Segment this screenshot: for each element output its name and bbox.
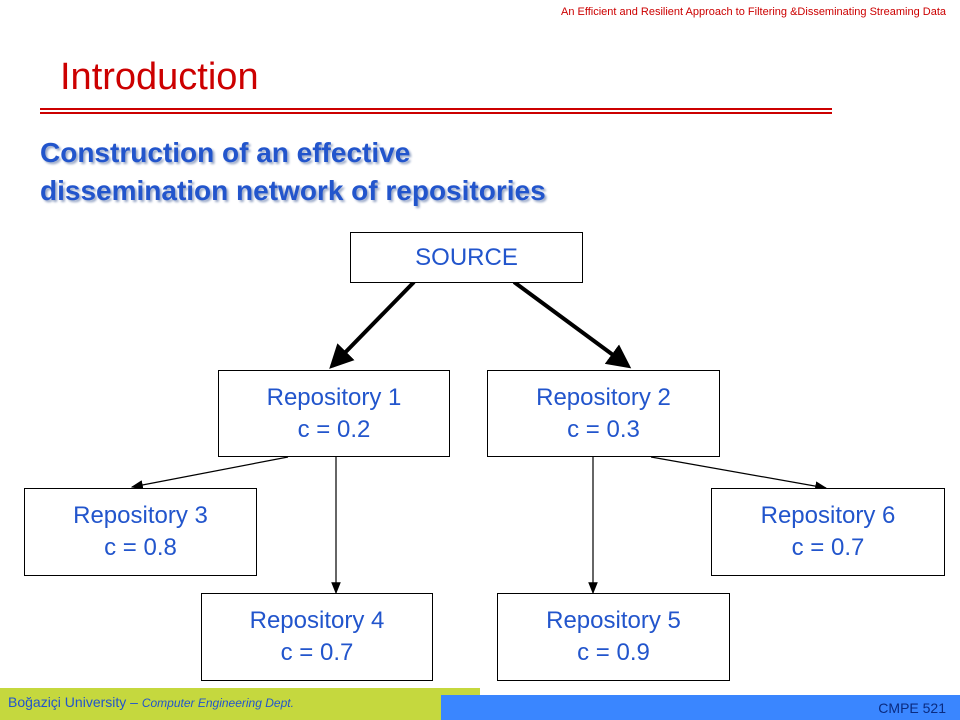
edge-source-repo1 bbox=[329, 280, 416, 369]
node-repository-1-label: Repository 1 bbox=[266, 383, 402, 411]
edge-repo1-repo3 bbox=[130, 456, 289, 490]
node-repository-4-coherency: c = 0.7 bbox=[280, 639, 354, 666]
node-repository-5-label: Repository 5 bbox=[546, 607, 681, 634]
edge-source-repo2 bbox=[512, 280, 632, 369]
node-repository-5: Repository 5 c = 0.9 bbox=[497, 593, 730, 681]
node-repository-3-coherency: c = 0.8 bbox=[104, 534, 177, 561]
subtitle-line-2: dissemination network of repositories bbox=[40, 175, 546, 206]
footer-course: CMPE 521 bbox=[878, 700, 946, 716]
slide-title: Introduction bbox=[60, 56, 259, 98]
node-repository-5-coherency: c = 0.9 bbox=[577, 639, 650, 666]
subtitle-line-1: Construction of an effective bbox=[40, 137, 411, 168]
title-rule bbox=[40, 108, 832, 114]
footer-department: Computer Engineering Dept. bbox=[141, 696, 294, 710]
footer-university: Boğaziçi University – bbox=[8, 694, 138, 710]
node-repository-1-coherency: c = 0.2 bbox=[297, 415, 371, 443]
node-repository-2: Repository 2 c = 0.3 bbox=[487, 370, 720, 457]
node-repository-6-coherency: c = 0.7 bbox=[791, 534, 865, 561]
node-source-label: SOURCE bbox=[415, 243, 518, 271]
node-repository-6: Repository 6 c = 0.7 bbox=[711, 488, 945, 576]
node-source: SOURCE bbox=[350, 232, 583, 283]
node-repository-4: Repository 4 c = 0.7 bbox=[201, 593, 433, 681]
node-repository-3: Repository 3 c = 0.8 bbox=[24, 488, 257, 576]
node-repository-2-label: Repository 2 bbox=[536, 383, 671, 411]
node-repository-1: Repository 1 c = 0.2 bbox=[218, 370, 450, 457]
footer-university-text: Boğaziçi University – Computer Engineeri… bbox=[8, 694, 294, 710]
slide-subtitle: Construction of an effective disseminati… bbox=[40, 134, 546, 210]
footer-right-band: CMPE 521 bbox=[441, 695, 960, 720]
edge-repo2-repo6 bbox=[650, 456, 828, 491]
footer-left-band: Boğaziçi University – Computer Engineeri… bbox=[0, 688, 480, 720]
node-repository-4-label: Repository 4 bbox=[249, 607, 385, 634]
header-note: An Efficient and Resilient Approach to F… bbox=[561, 6, 946, 18]
node-repository-3-label: Repository 3 bbox=[73, 502, 208, 529]
node-repository-6-label: Repository 6 bbox=[760, 502, 896, 529]
node-repository-2-coherency: c = 0.3 bbox=[567, 415, 640, 443]
